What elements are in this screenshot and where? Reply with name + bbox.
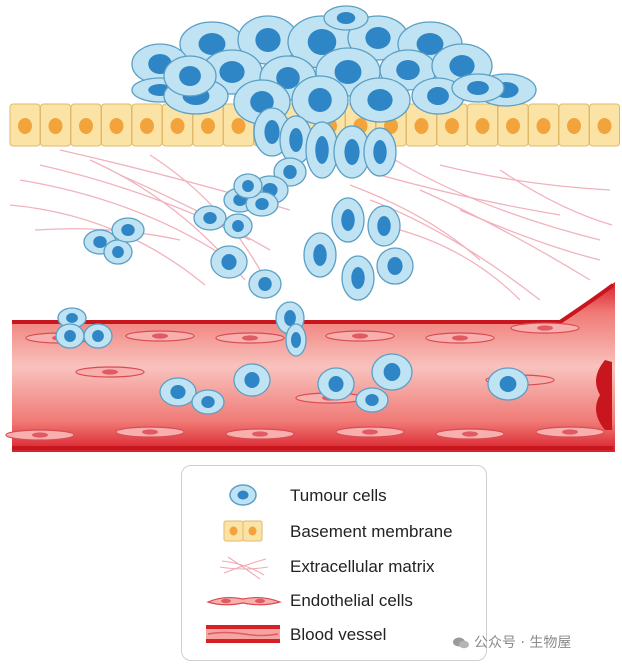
legend-item-extracellular-matrix: Extracellular matrix: [182, 551, 486, 581]
tumour-cell: [323, 5, 369, 31]
tumour-cell: [305, 121, 339, 179]
tumour-cell: [223, 213, 253, 239]
legend-label-tumour-cells: Tumour cells: [290, 486, 387, 505]
endothelial-cell: [125, 330, 195, 342]
endothelial-cell: [425, 332, 495, 344]
basement-membrane-cell: [589, 103, 620, 147]
legend-item-tumour-cells: Tumour cells: [182, 480, 486, 510]
blood-vessel: [12, 282, 615, 452]
tumour-cell: [248, 269, 282, 299]
endothelial-cell: [215, 332, 285, 344]
tumour-cell: [245, 191, 279, 217]
endothelial-cell: [75, 366, 145, 378]
legend-label-extracellular-matrix: Extracellular matrix: [290, 557, 435, 576]
extracellular-matrix: [9, 149, 613, 301]
legend-label-blood-vessel: Blood vessel: [290, 625, 387, 644]
tumour-cell: [347, 15, 409, 61]
legend-label-endothelial-cells: Endothelial cells: [290, 591, 413, 610]
basement-membrane-cell: [131, 103, 163, 147]
tumour-cell: [451, 73, 505, 103]
basement-membrane-cell: [192, 103, 224, 147]
endothelial-cell: [225, 428, 295, 440]
tumour-cell: [303, 232, 337, 278]
tumour-cell: [159, 377, 197, 407]
basement-membrane-cell: [40, 103, 71, 147]
tumour-cell: [349, 77, 411, 123]
endothelial-cell: [325, 330, 395, 342]
tumour-cell: [233, 363, 271, 397]
extracellular-matrix-icon: [219, 556, 269, 580]
legend-label-basement-membrane: Basement membrane: [290, 522, 453, 541]
watermark-text: 公众号 · 生物屋: [474, 635, 572, 651]
endothelial-cell: [335, 426, 405, 438]
legend-item-basement-membrane: Basement membrane: [182, 516, 486, 546]
endothelial-cell: [535, 426, 605, 438]
endothelial-cell: [5, 429, 75, 441]
tumour-cell: [333, 125, 371, 179]
endothelial-cell-icon: [206, 596, 282, 606]
wechat-icon: [453, 637, 469, 649]
basement-membrane-cell: [497, 103, 529, 147]
legend-item-endothelial-cells: Endothelial cells: [182, 585, 486, 615]
tumour-cells: [55, 5, 537, 415]
basement-membrane-cell: [467, 103, 498, 147]
tumour-cell: [317, 367, 355, 401]
tumour-cell: [376, 247, 414, 285]
basement-membrane-cell: [436, 103, 468, 147]
tumour-cell-icon: [229, 484, 257, 506]
tumour-cell: [367, 205, 401, 247]
endothelial-cell: [115, 426, 185, 438]
blood-vessel-icon: [206, 625, 280, 643]
tumour-cell: [103, 239, 133, 265]
watermark: 公众号 · 生物屋: [452, 632, 571, 652]
tumour-cell: [371, 353, 413, 391]
legend: Tumour cells Basement membrane Extracell…: [181, 465, 487, 661]
tumour-cell: [285, 323, 307, 357]
legend-item-blood-vessel: Blood vessel: [182, 619, 486, 649]
basement-membrane-cell: [101, 103, 132, 147]
tumour-cell: [191, 389, 225, 415]
tumour-cell: [55, 323, 85, 349]
basement-membrane-cell: [406, 103, 437, 147]
endothelial-cell: [435, 428, 505, 440]
basement-membrane-cell: [9, 103, 41, 147]
basement-membrane-cell: [528, 103, 559, 147]
tumour-cell: [83, 323, 113, 349]
basement-membrane-cell: [558, 103, 590, 147]
tumour-cell: [291, 75, 349, 125]
tumour-cell: [341, 255, 375, 301]
endothelial-cell: [510, 322, 580, 334]
tumour-cell: [210, 245, 248, 279]
tumour-cell: [193, 205, 227, 231]
basement-membrane-cell: [70, 103, 102, 147]
tumour-cell: [487, 367, 529, 401]
tumour-cell: [331, 197, 365, 243]
basement-membrane-icon: [223, 520, 263, 542]
tumour-cell: [355, 387, 389, 413]
tumour-cell: [233, 173, 263, 199]
tumour-cell: [111, 217, 145, 243]
tumour-cell: [363, 127, 397, 177]
tumour-cell: [163, 55, 217, 97]
basement-membrane-cell: [162, 103, 193, 147]
